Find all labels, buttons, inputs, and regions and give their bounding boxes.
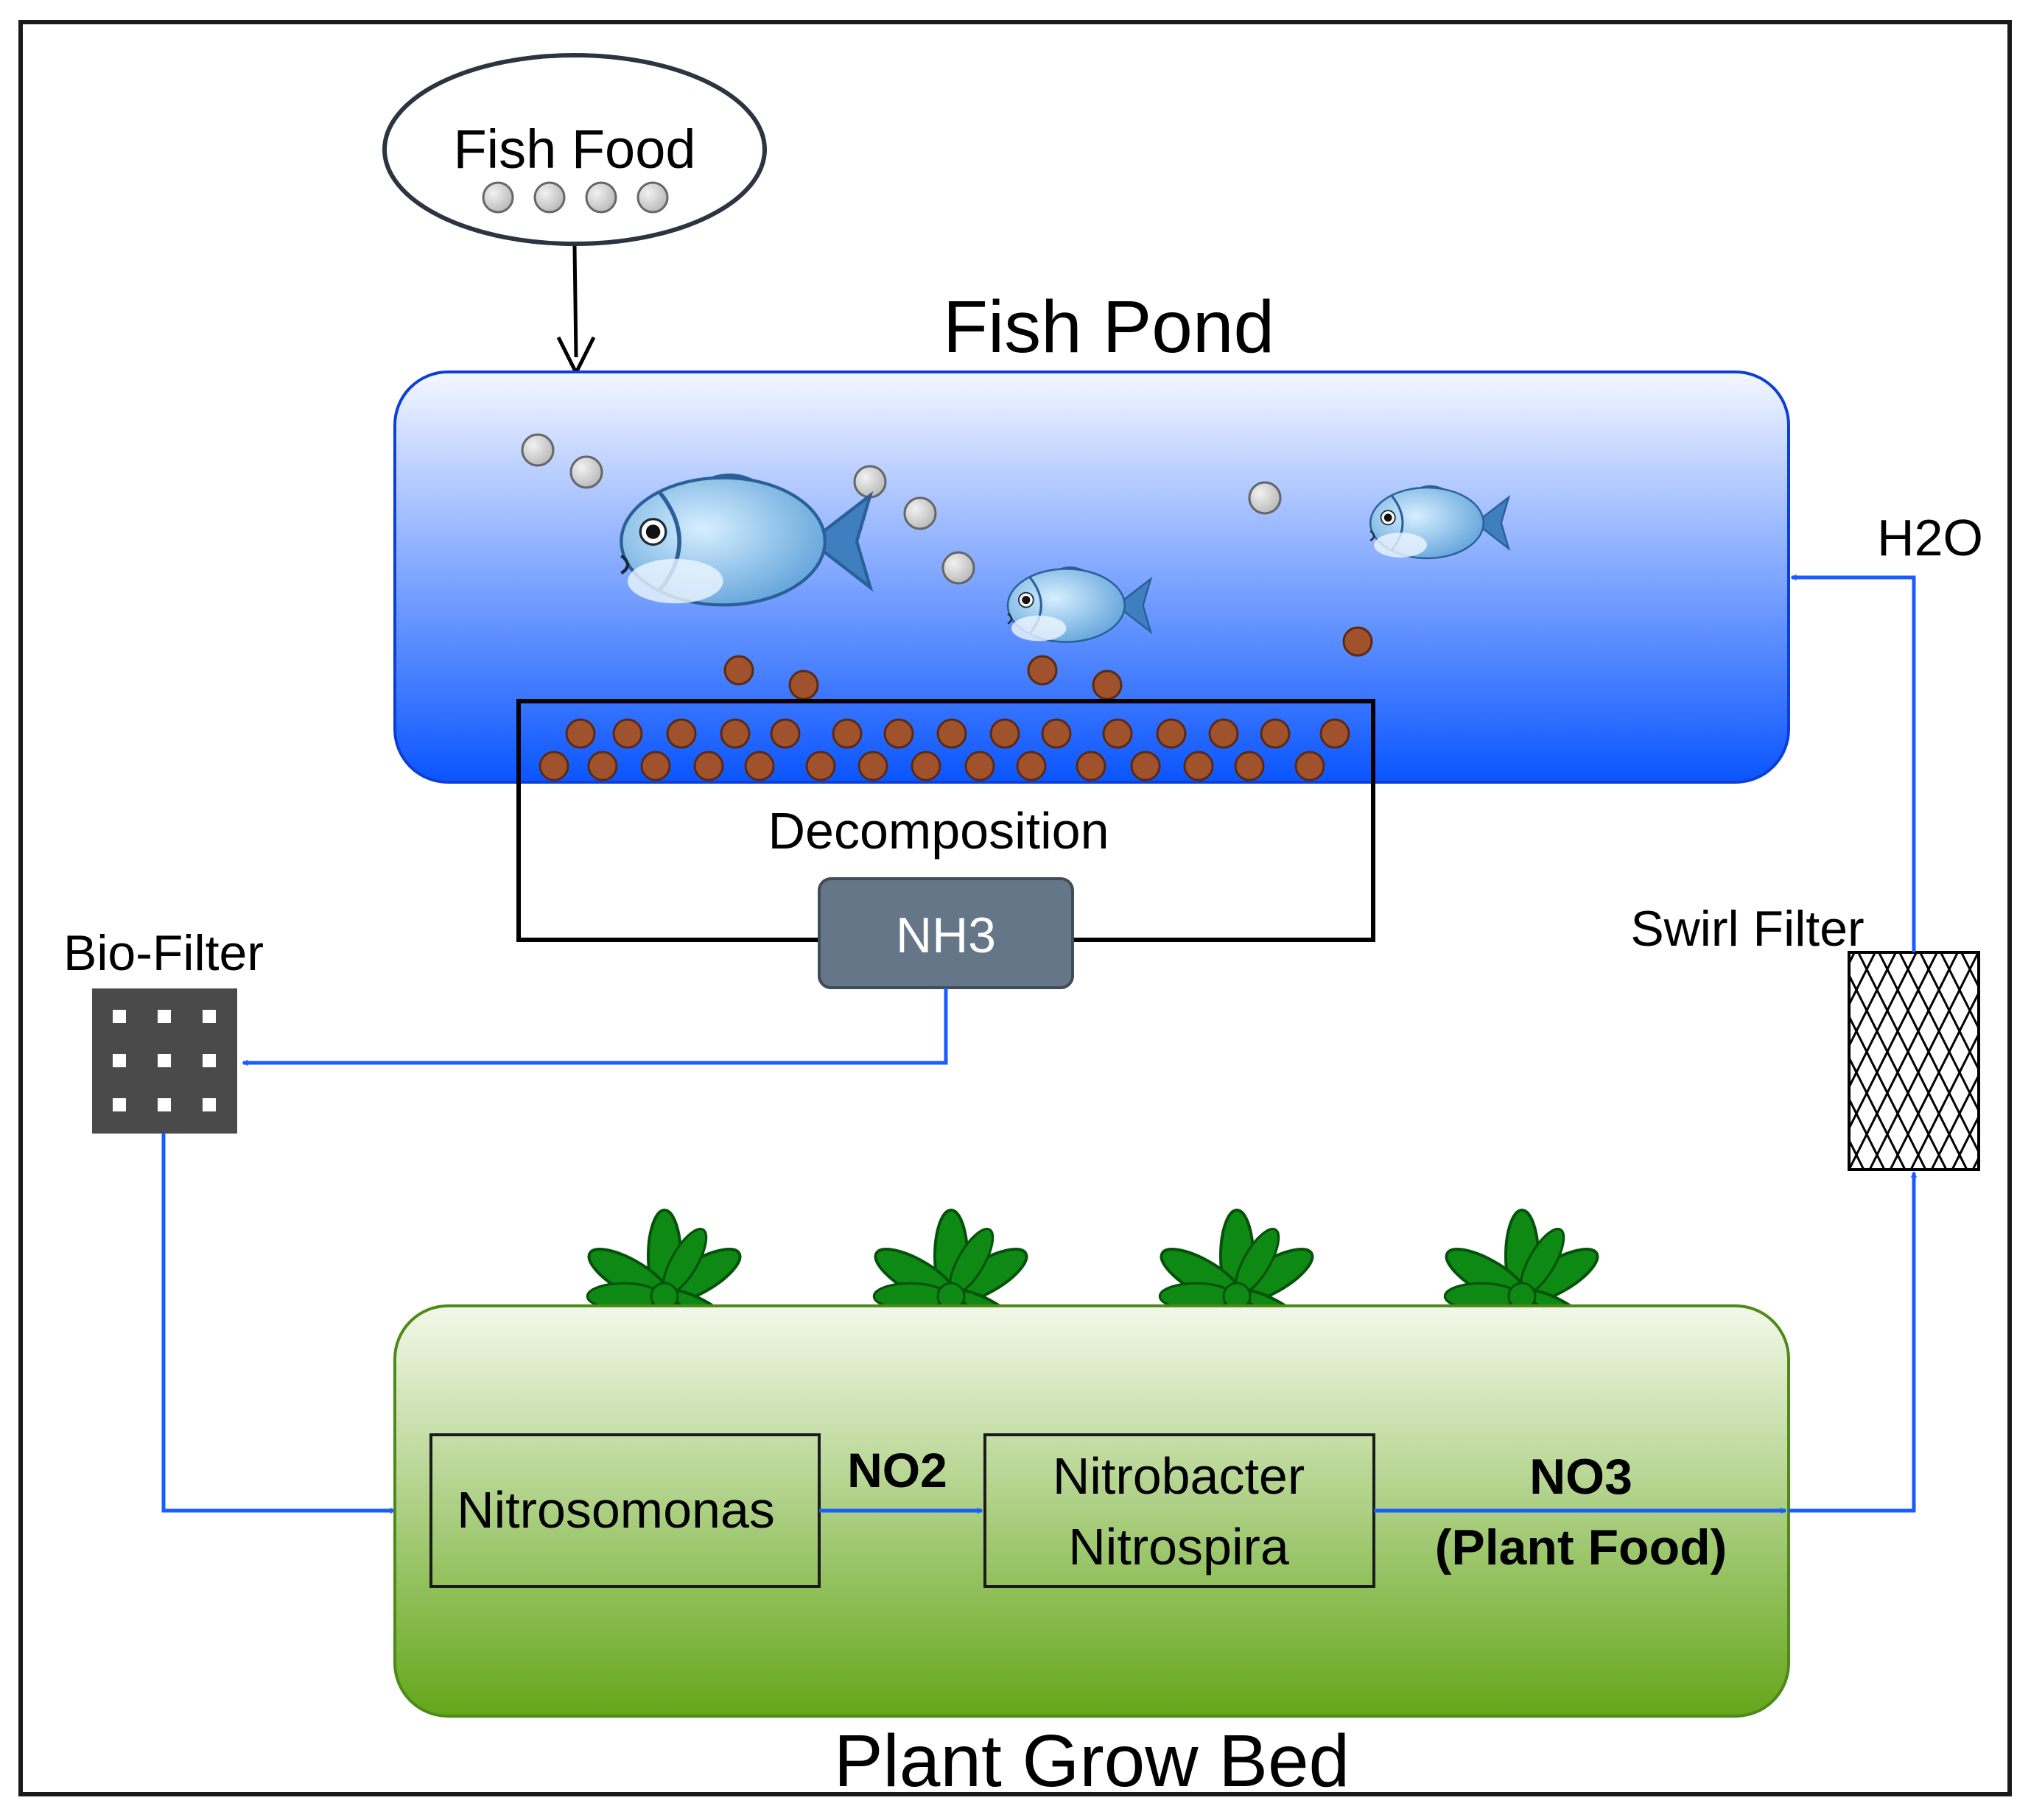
plants <box>580 1209 1607 1384</box>
fish-food-pellets <box>482 181 669 214</box>
waste-pellet <box>1260 718 1291 749</box>
waste-pellet <box>1092 670 1123 700</box>
waste-pellet <box>723 655 754 686</box>
waste-pellet <box>565 718 596 749</box>
bio-filter-dot <box>113 1054 126 1067</box>
bio-filter-dot <box>203 1098 216 1111</box>
food-arrow <box>556 245 596 377</box>
nitrosomonas-label: Nitrosomonas <box>457 1481 775 1539</box>
nh3-to-biofilter-arrow <box>242 988 948 1067</box>
fish-pond-title: Fish Pond <box>943 286 1274 368</box>
bio-filter-dot <box>113 1010 126 1023</box>
food-pellet <box>521 433 555 467</box>
waste-pellet <box>1156 718 1187 749</box>
waste-pellet <box>788 670 819 700</box>
bio-filter-dot <box>158 1054 171 1067</box>
waste-pellet <box>1016 751 1047 781</box>
waste-pellet <box>964 751 995 781</box>
waste-pellet <box>1319 718 1350 749</box>
outer-frame <box>18 20 2012 1796</box>
bio-filter-dots <box>113 1010 216 1111</box>
pond-food-pellets <box>521 433 1282 585</box>
bio-filter-dot <box>158 1010 171 1023</box>
bio-filter-label: Bio-Filter <box>63 925 264 981</box>
waste-pellet <box>883 718 914 749</box>
nitrobacter-label: Nitrobacter <box>1053 1447 1305 1505</box>
bio-filter-dot <box>203 1010 216 1023</box>
waste-pellet <box>666 718 697 749</box>
waste-pellet <box>832 718 863 749</box>
waste-pellet <box>720 718 751 749</box>
food-pellet <box>853 465 887 499</box>
waste-pellet <box>1208 718 1239 749</box>
waste-pellet <box>989 718 1020 749</box>
biofilter-to-bed-arrow <box>161 1134 396 1514</box>
fish-food-node: Fish Food <box>382 53 767 246</box>
waste-layer <box>539 718 1350 781</box>
waste-pellet <box>770 718 801 749</box>
food-pellet <box>636 181 669 214</box>
plant-bed-title: Plant Grow Bed <box>834 1720 1350 1802</box>
waste-pellet <box>693 751 724 781</box>
waste-pellet <box>1102 718 1133 749</box>
waste-pellet <box>1342 626 1373 657</box>
food-pellet <box>482 181 514 214</box>
waste-pellet <box>857 751 888 781</box>
sinking-waste <box>723 626 1373 700</box>
waste-pellet <box>1130 751 1161 781</box>
waste-pellet <box>936 718 967 749</box>
fish-food-ellipse <box>382 53 767 246</box>
waste-pellet <box>911 751 941 781</box>
waste-pellet <box>1234 751 1265 781</box>
no3-label: NO3 <box>1529 1449 1632 1505</box>
bio-filter-dot <box>113 1098 126 1111</box>
food-pellet <box>941 551 975 585</box>
waste-pellet <box>1183 751 1214 781</box>
food-pellet <box>533 181 566 214</box>
bio-filter-dot <box>158 1098 171 1111</box>
waste-pellet <box>612 718 643 749</box>
nh3-label: NH3 <box>896 907 996 963</box>
waste-pellet <box>587 751 618 781</box>
plant-food-label: (Plant Food) <box>1435 1519 1727 1575</box>
h2o-label: H2O <box>1877 509 1983 566</box>
waste-pellet <box>1041 718 1072 749</box>
waste-pellet <box>1027 655 1058 686</box>
food-pellet <box>1248 481 1282 515</box>
waste-pellet <box>539 751 569 781</box>
swirl-filter-label: Swirl Filter <box>1630 901 1864 957</box>
waste-pellet <box>805 751 836 781</box>
food-pellet <box>569 455 603 489</box>
swirl-to-pond-arrow <box>1790 574 1916 952</box>
waste-pellet <box>744 751 775 781</box>
fish-food-label: Fish Food <box>453 119 695 180</box>
bed-to-swirl-arrow <box>1789 1171 1918 1513</box>
swirl-filter-icon <box>1848 951 1980 1171</box>
waste-pellet <box>1294 751 1325 781</box>
bio-filter-dot <box>203 1054 216 1067</box>
food-pellet <box>585 181 617 214</box>
nitrospira-label: Nitrospira <box>1068 1518 1289 1575</box>
food-pellet <box>903 496 937 530</box>
decomposition-label: Decomposition <box>768 802 1109 860</box>
waste-pellet <box>640 751 671 781</box>
no2-label: NO2 <box>847 1443 947 1497</box>
waste-pellet <box>1076 751 1106 781</box>
